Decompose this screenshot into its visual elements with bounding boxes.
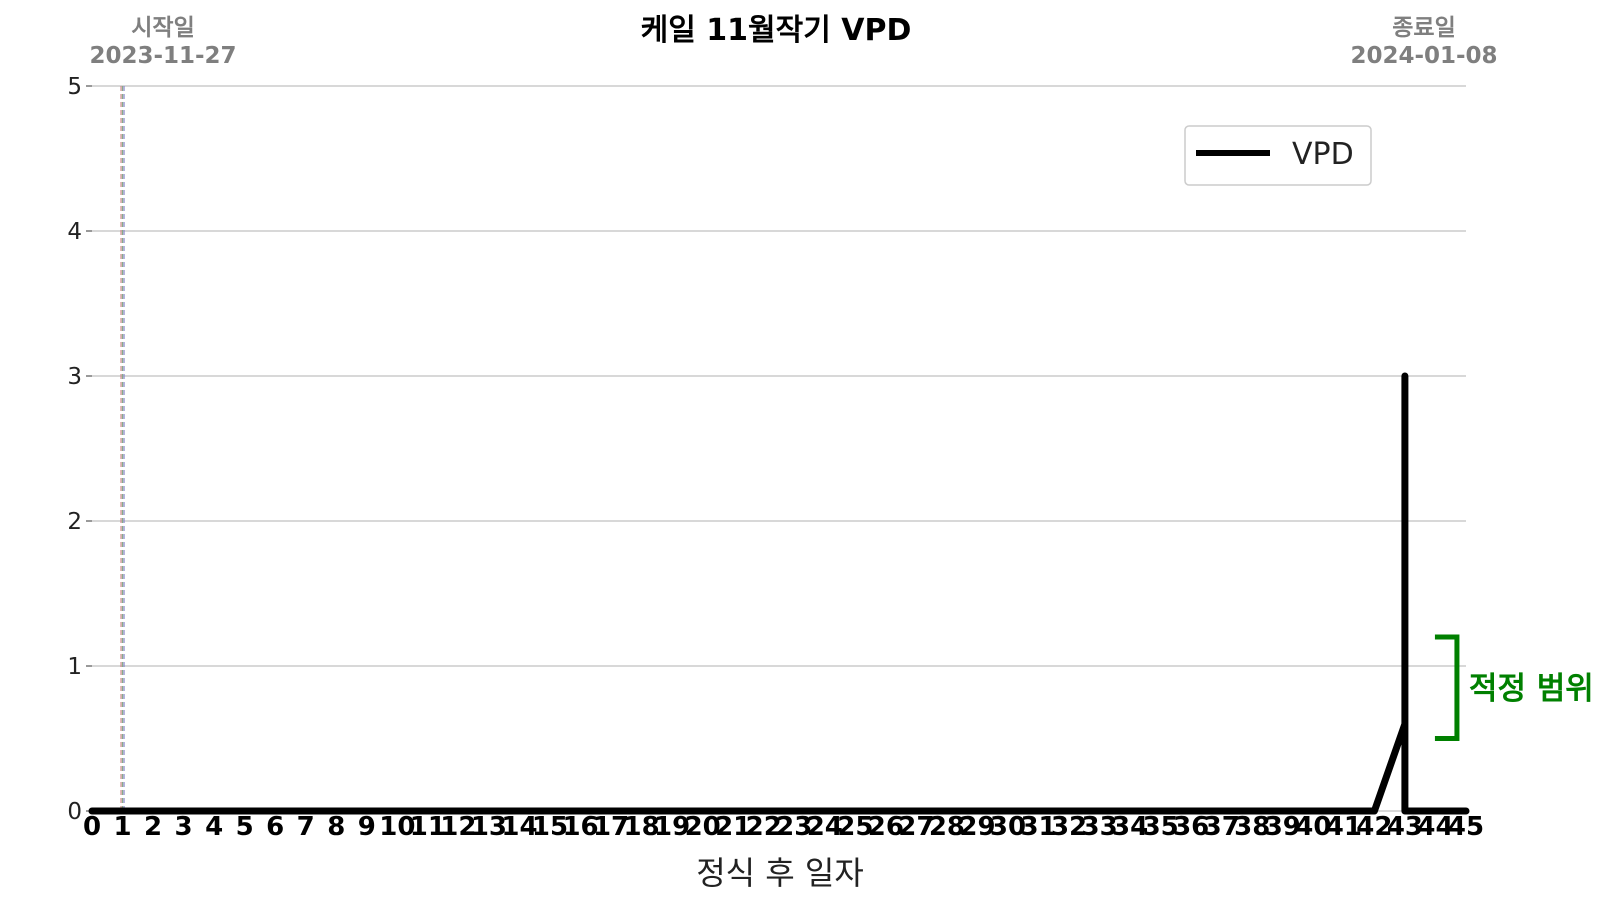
x-tick-label: 9 xyxy=(358,812,376,842)
x-tick-label: 24 xyxy=(807,812,843,842)
y-tick-label: 2 xyxy=(67,509,82,535)
chart-title: 케일 11월작기 VPD xyxy=(641,13,912,48)
x-tick-label: 30 xyxy=(990,812,1026,842)
x-tick-label: 16 xyxy=(562,812,598,842)
x-tick-label: 33 xyxy=(1082,812,1118,842)
x-tick-label: 27 xyxy=(898,812,934,842)
y-gridlines xyxy=(92,85,1466,812)
x-tick-label: 12 xyxy=(440,812,476,842)
y-tick-label: 0 xyxy=(67,799,82,825)
vpd-series xyxy=(88,372,1470,815)
y-tick-label: 1 xyxy=(67,654,82,680)
x-tick-label: 31 xyxy=(1020,812,1056,842)
x-tick-label: 10 xyxy=(379,812,415,842)
x-tick-label: 43 xyxy=(1387,812,1423,842)
x-tick-label: 3 xyxy=(175,812,193,842)
x-tick-label: 4 xyxy=(205,812,223,842)
legend-box xyxy=(1184,125,1372,186)
x-tick-label: 0 xyxy=(83,812,101,842)
x-tick-label: 8 xyxy=(327,812,345,842)
x-tick-label: 22 xyxy=(746,812,782,842)
x-tick-label: 7 xyxy=(297,812,315,842)
y-tick-label: 3 xyxy=(67,364,82,390)
x-tick-label: 19 xyxy=(654,812,690,842)
x-tick-label: 42 xyxy=(1356,812,1392,842)
x-tick-label: 44 xyxy=(1417,812,1453,842)
x-tick-label: 5 xyxy=(236,812,254,842)
end-date-value: 2024-01-08 xyxy=(1350,43,1497,69)
start-date-markers xyxy=(120,86,125,811)
optimal-range-bracket xyxy=(1434,634,1460,741)
x-tick-label: 34 xyxy=(1112,812,1148,842)
x-tick-label: 37 xyxy=(1204,812,1240,842)
y-tick-label: 5 xyxy=(67,74,82,100)
x-tick-label: 21 xyxy=(715,812,751,842)
x-tick-label: 1 xyxy=(113,812,131,842)
x-axis-label: 정식 후 일자 xyxy=(696,854,864,892)
x-tick-label: 29 xyxy=(959,812,995,842)
start-date-label: 시작일 xyxy=(131,15,194,41)
x-tick-label: 36 xyxy=(1173,812,1209,842)
x-tick-label: 2 xyxy=(144,812,162,842)
end-date-label: 종료일 xyxy=(1392,15,1455,41)
x-tick-label: 15 xyxy=(532,812,568,842)
x-tick-label: 17 xyxy=(593,812,629,842)
optimal-range-label: 적정 범위 xyxy=(1469,671,1594,707)
legend: VPD xyxy=(1184,125,1372,186)
x-tick-label: 25 xyxy=(837,812,873,842)
x-tick-label: 28 xyxy=(929,812,965,842)
series-line xyxy=(88,372,1470,815)
x-tick-label: 38 xyxy=(1234,812,1270,842)
x-tick-label: 11 xyxy=(410,812,446,842)
optimal-range-annotation: 적정 범위 xyxy=(1434,634,1594,741)
x-tick-label: 35 xyxy=(1143,812,1179,842)
x-tick-label: 39 xyxy=(1265,812,1301,842)
x-tick-label: 18 xyxy=(624,812,660,842)
end-date-annotation: 종료일 2024-01-08 xyxy=(1350,15,1497,69)
start-date-annotation: 시작일 2023-11-27 xyxy=(89,15,236,69)
legend-label-vpd: VPD xyxy=(1292,137,1354,172)
start-date-value: 2023-11-27 xyxy=(89,43,236,69)
x-tick-label: 23 xyxy=(776,812,812,842)
x-tick-label: 41 xyxy=(1326,812,1362,842)
x-tick-label: 32 xyxy=(1051,812,1087,842)
x-tick-label: 6 xyxy=(266,812,284,842)
x-tick-label: 26 xyxy=(868,812,904,842)
x-tick-label: 40 xyxy=(1295,812,1331,842)
x-tick-label: 20 xyxy=(685,812,721,842)
y-tick-label: 4 xyxy=(67,219,82,245)
x-tick-label: 45 xyxy=(1448,812,1484,842)
y-axis-ticks: 0 1 2 3 4 5 xyxy=(67,74,92,825)
x-tick-label: 14 xyxy=(501,812,537,842)
x-tick-label: 13 xyxy=(471,812,507,842)
